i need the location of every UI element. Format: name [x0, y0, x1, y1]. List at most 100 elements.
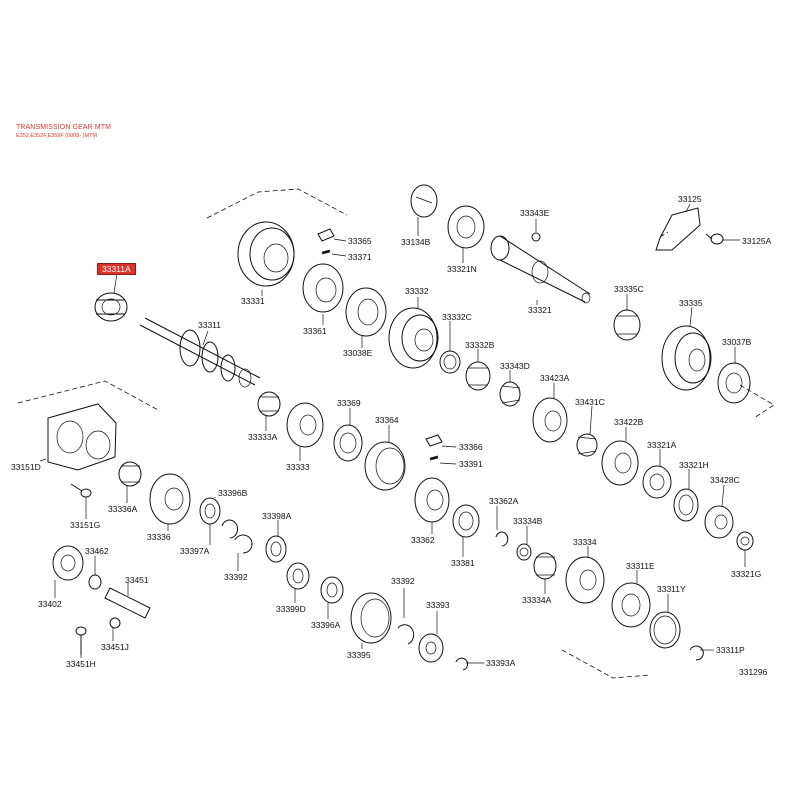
label-33362[interactable]: 33362	[411, 535, 435, 545]
label-33332C[interactable]: 33332C	[442, 312, 472, 322]
label-33392-right[interactable]: 33392	[391, 576, 415, 586]
label-33365[interactable]: 33365	[348, 236, 372, 246]
label-33311[interactable]: 33311	[198, 320, 222, 330]
label-33431C[interactable]: 33431C	[575, 397, 605, 407]
label-33428C[interactable]: 33428C	[710, 475, 740, 485]
label-33402[interactable]: 33402	[38, 599, 62, 609]
label-33334B[interactable]: 33334B	[513, 516, 543, 526]
part-33422B-gear	[601, 427, 639, 486]
part-33335C-bearing	[613, 294, 641, 341]
part-33391-spring	[429, 455, 457, 465]
label-33125[interactable]: 33125	[678, 194, 702, 204]
label-33333[interactable]: 33333	[286, 462, 310, 472]
part-33334B-washer	[516, 526, 532, 561]
part-33399D-ring	[286, 562, 310, 603]
label-33451J[interactable]: 33451J	[101, 642, 129, 652]
label-33392-left[interactable]: 33392	[224, 572, 248, 582]
label-33321N[interactable]: 33321N	[447, 264, 477, 274]
label-33423A[interactable]: 33423A	[540, 373, 570, 383]
label-33397A[interactable]: 33397A	[180, 546, 210, 556]
label-33396A[interactable]: 33396A	[311, 620, 341, 630]
label-33422B[interactable]: 33422B	[614, 417, 644, 427]
part-33343E-pin	[531, 219, 541, 242]
part-33428C-gear	[704, 484, 734, 539]
part-33336-gear	[149, 473, 191, 531]
label-33331[interactable]: 33331	[241, 296, 265, 306]
label-33334[interactable]: 33334	[573, 537, 597, 547]
label-33151G[interactable]: 33151G	[70, 520, 101, 530]
part-33396A-ring	[320, 576, 344, 619]
label-33451H[interactable]: 33451H	[66, 659, 96, 669]
part-33366-key	[425, 434, 457, 448]
part-33392-snapring-right	[397, 588, 415, 645]
label-33134B[interactable]: 33134B	[401, 237, 431, 247]
label-33311E[interactable]: 33311E	[626, 561, 655, 571]
part-33398A-ring	[265, 520, 287, 563]
part-33393A-snapring	[455, 657, 484, 671]
part-33392-snapring-left	[234, 534, 253, 571]
part-33331-gear	[237, 221, 295, 296]
part-33333-gear	[286, 402, 324, 461]
label-33381[interactable]: 33381	[451, 558, 475, 568]
label-33321H[interactable]: 33321H	[679, 460, 709, 470]
part-33371-spring	[321, 249, 347, 257]
part-33393-hub	[418, 611, 444, 663]
label-33332B[interactable]: 33332B	[465, 340, 495, 350]
label-33343E[interactable]: 33343E	[520, 208, 550, 218]
part-33462-washer	[88, 556, 102, 590]
part-33397A-snapring	[209, 519, 238, 545]
label-33462[interactable]: 33462	[85, 546, 109, 556]
part-33381-ring	[452, 504, 480, 557]
part-33134B-cover	[410, 184, 438, 236]
label-33396B[interactable]: 33396B	[218, 488, 248, 498]
label-33393[interactable]: 33393	[426, 600, 450, 610]
label-33366[interactable]: 33366	[459, 442, 483, 452]
label-33335C[interactable]: 33335C	[614, 284, 644, 294]
label-33311A[interactable]: 33311A	[97, 263, 136, 275]
label-33343D[interactable]: 33343D	[500, 361, 530, 371]
label-33311Y[interactable]: 33311Y	[657, 584, 686, 594]
part-33321G-nut	[736, 531, 754, 567]
label-33038E[interactable]: 33038E	[343, 348, 373, 358]
part-33361-gear	[302, 263, 344, 325]
label-33398A[interactable]: 33398A	[262, 511, 292, 521]
label-33334A[interactable]: 33334A	[522, 595, 552, 605]
part-33451-shaft	[104, 583, 151, 619]
part-33037B-ring	[717, 347, 751, 404]
label-33362A[interactable]: 33362A	[489, 496, 519, 506]
part-33451H-bolt	[75, 626, 87, 658]
label-33037B[interactable]: 33037B	[722, 337, 752, 347]
part-33321A-bearing	[642, 449, 672, 499]
part-33334A-bearing	[533, 552, 557, 594]
label-33151D[interactable]: 33151D	[11, 462, 41, 472]
group-boundary-top	[206, 188, 348, 219]
label-33371[interactable]: 33371	[348, 252, 372, 262]
label-33451[interactable]: 33451	[125, 575, 149, 585]
label-33391[interactable]: 33391	[459, 459, 483, 469]
label-33399D[interactable]: 33399D	[276, 604, 306, 614]
label-33364[interactable]: 33364	[375, 415, 399, 425]
label-33332[interactable]: 33332	[405, 286, 429, 296]
part-33125A-bolt	[705, 233, 740, 245]
label-33125A[interactable]: 33125A	[742, 236, 772, 246]
part-33362A-snapring	[495, 506, 509, 547]
diagram-subtitle: E352,E352F,E359F (0008- )MTM	[16, 133, 98, 139]
part-33332C-washer	[439, 321, 461, 374]
part-33311A-bearing	[94, 272, 128, 322]
label-33361[interactable]: 33361	[303, 326, 327, 336]
label-33395[interactable]: 33395	[347, 650, 371, 660]
label-33336A[interactable]: 33336A	[108, 504, 138, 514]
part-33335-gear	[661, 306, 712, 391]
label-33369[interactable]: 33369	[337, 398, 361, 408]
part-33402-bearing	[52, 545, 84, 598]
label-33335[interactable]: 33335	[679, 298, 703, 308]
label-33311P[interactable]: 33311P	[716, 645, 745, 655]
label-33321[interactable]: 33321	[528, 305, 552, 315]
label-33321A[interactable]: 33321A	[647, 440, 677, 450]
label-33333A[interactable]: 33333A	[248, 432, 278, 442]
label-33321G[interactable]: 33321G	[731, 569, 762, 579]
label-33336[interactable]: 33336	[147, 532, 171, 542]
label-33393A[interactable]: 33393A	[486, 658, 516, 668]
